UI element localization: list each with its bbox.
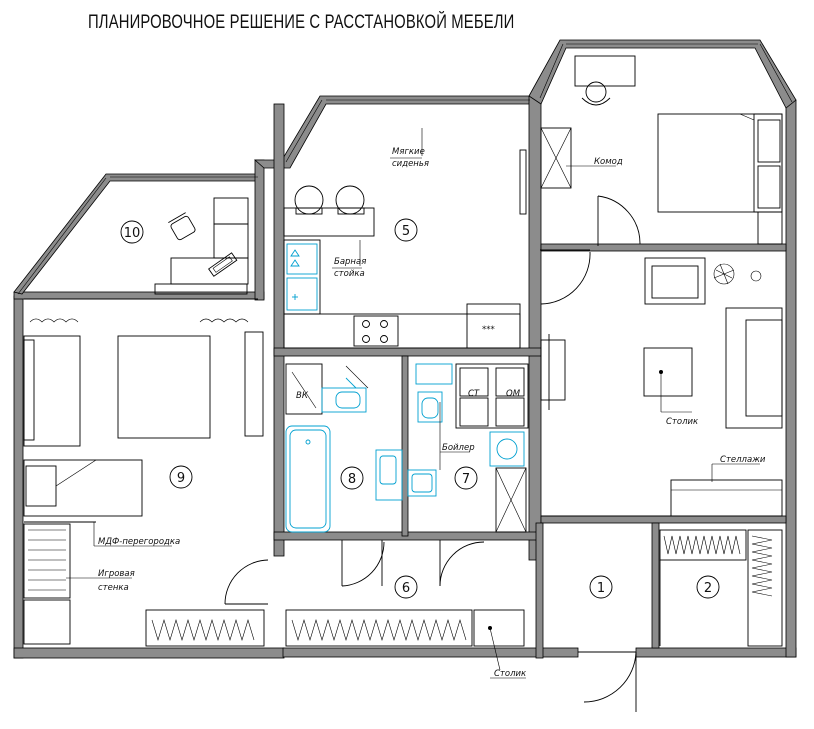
label-barnaya-1: Барная	[334, 257, 366, 267]
label-om: ОМ	[506, 389, 521, 399]
bath-8-fixtures	[285, 363, 403, 533]
room-2-furniture	[659, 529, 783, 647]
callouts: Мягкие сиденья Барная стойка Комод Столи…	[66, 147, 766, 679]
label-stellazhi: Стеллажи	[720, 455, 766, 465]
room-number-7: 7	[462, 472, 470, 487]
label-stolik-hall: Столик	[494, 669, 527, 679]
label-vk: ВК	[296, 391, 309, 401]
room-number-5: 5	[402, 224, 410, 239]
bedroom-furniture	[540, 55, 783, 246]
room-number-8: 8	[348, 472, 356, 487]
room-number-2: 2	[704, 581, 712, 596]
label-myagkie-2: сиденья	[392, 159, 429, 169]
hall-6-fixtures	[285, 540, 525, 671]
room-number-10: 10	[124, 226, 141, 241]
room-5-furniture	[283, 128, 527, 349]
plan-title: ПЛАНИРОВОЧНОЕ РЕШЕНИЕ С РАССТАНОВКОЙ МЕБ…	[88, 12, 515, 33]
label-mdf: МДФ-перегородка	[98, 537, 180, 547]
label-komod: Комод	[594, 157, 623, 167]
windows	[17, 43, 793, 300]
room-10-furniture	[154, 197, 249, 295]
room-number-6: 6	[402, 581, 410, 596]
wc-7-fixtures	[407, 363, 529, 533]
living-furniture	[540, 249, 783, 517]
room-numbers: 1 2 5 6 7 8 9 10	[120, 218, 720, 599]
label-myagkie-1: Мягкие	[392, 147, 425, 157]
room-number-1: 1	[597, 581, 605, 596]
label-stove-marks: ***	[482, 325, 495, 335]
label-igrovaya-2: стенка	[98, 583, 129, 593]
label-stolik-living: Столик	[666, 417, 699, 427]
front-door	[578, 651, 637, 712]
walls	[13, 39, 797, 659]
room-number-9: 9	[177, 471, 185, 486]
label-igrovaya-1: Игровая	[98, 569, 135, 579]
label-boiler: Бойлер	[442, 443, 475, 453]
label-barnaya-2: стойка	[334, 269, 365, 279]
label-st: СТ	[468, 389, 480, 399]
room-9-furniture	[23, 318, 269, 647]
